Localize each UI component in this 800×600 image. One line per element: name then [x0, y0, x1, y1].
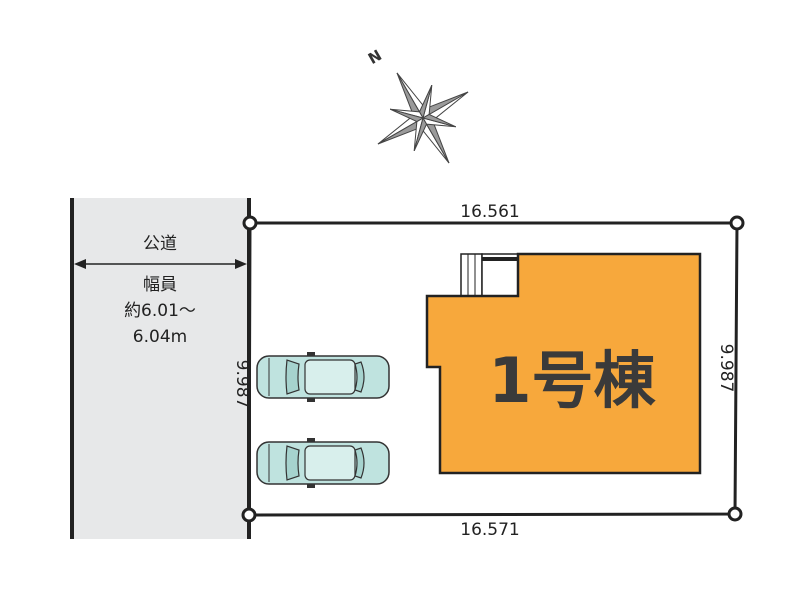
lot-top-dimension: 16.561: [460, 202, 519, 222]
lot-corner-marker: [729, 215, 745, 231]
car-icon: [256, 438, 390, 488]
road-width-label: 幅員: [143, 275, 177, 295]
building: 1号棟: [425, 252, 702, 475]
road-label: 公道: [143, 234, 177, 254]
road-width-max: 6.04m: [133, 327, 187, 347]
lot-corner-marker: [241, 507, 257, 523]
lot-corner-marker: [727, 506, 743, 522]
road: 公道 幅員 約6.01～ 6.04m: [70, 198, 251, 539]
lot-right-dimension: 9.987: [716, 344, 736, 393]
building-footprint: [425, 252, 702, 475]
compass-north-label: N: [365, 46, 385, 68]
lot-corner-marker: [242, 215, 258, 231]
lot-bottom-dimension: 16.571: [460, 520, 519, 540]
lot-boundary: 16.561 16.571 9.987 9.987: [232, 202, 745, 540]
road-width-arrowhead: [74, 259, 86, 269]
building-entrance-steps: [460, 253, 519, 297]
lot-left-dimension: 9.987: [232, 360, 252, 409]
parking-area: [256, 352, 390, 488]
road-width-arrowhead: [235, 259, 247, 269]
road-area: [72, 198, 249, 539]
building-label: 1号棟: [488, 344, 656, 417]
car-icon: [256, 352, 390, 402]
road-width-range: 約6.01～: [124, 301, 196, 321]
compass-rose-icon: N: [365, 46, 469, 164]
